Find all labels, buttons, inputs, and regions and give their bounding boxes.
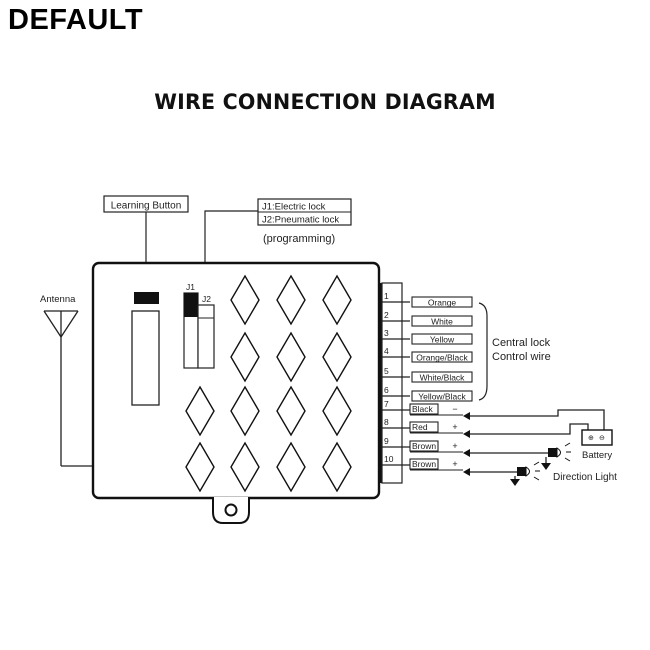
wire-pin-number: 4	[384, 346, 389, 356]
wire-pin-number: 3	[384, 328, 389, 338]
battery-label: Battery	[582, 450, 612, 461]
wire-pin-number: 2	[384, 310, 389, 320]
wire-color-box	[411, 333, 473, 345]
wire-polarity-sign: +	[452, 441, 457, 451]
diamond-shape	[230, 331, 260, 383]
diamond-shape	[322, 331, 352, 383]
j1-label: J1	[186, 282, 195, 292]
wire-color-label: White	[431, 317, 453, 327]
j1-jumper-cap	[184, 293, 198, 317]
wire-color-label: Orange	[428, 298, 457, 308]
wire-color-box	[409, 440, 439, 452]
jumper-callout-line	[204, 210, 258, 272]
wire-pin-number: 5	[384, 366, 389, 376]
diamond-pattern	[185, 274, 352, 493]
learning-button-slot	[131, 310, 160, 406]
diamond-shape	[276, 385, 306, 437]
wire-color-label: White/Black	[420, 373, 466, 383]
wire-polarity-sign: −	[452, 404, 457, 414]
wire-list: 1Orange2White3Yellow4Orange/Black5White/…	[382, 291, 473, 471]
connector-strip	[379, 283, 382, 483]
direction-light-label: Direction Light	[553, 472, 617, 483]
learning-button[interactable]	[134, 292, 159, 304]
j2-callout-label: J2:Pneumatic lock	[262, 215, 339, 226]
antenna-label: Antenna	[40, 294, 76, 305]
wire-color-box	[411, 296, 473, 308]
programming-label: (programming)	[263, 233, 335, 245]
battery-wiring	[463, 409, 605, 438]
wire-pin-number: 8	[384, 417, 389, 427]
j2-jumper[interactable]	[197, 304, 215, 369]
wire-color-label: Yellow	[430, 335, 455, 345]
wire-color-label: Orange/Black	[416, 353, 468, 363]
diamond-shape	[230, 441, 260, 493]
default-badge: DEFAULT	[8, 4, 144, 36]
wire-color-box	[409, 421, 439, 433]
diamond-shape	[322, 274, 352, 326]
control-wire-label: Control wire	[492, 351, 551, 363]
wire-color-label: Black	[412, 404, 434, 414]
wire-pin-number: 7	[384, 399, 389, 409]
diamond-shape	[276, 331, 306, 383]
j2-label: J2	[202, 294, 211, 304]
wire-pin-number: 9	[384, 436, 389, 446]
direction-light-bulb-upper-icon	[541, 442, 571, 470]
diagram-title: WIRE CONNECTION DIAGRAM	[154, 90, 496, 114]
diamond-shape	[322, 441, 352, 493]
svg-text:⊕: ⊕	[588, 435, 594, 442]
wire-polarity-sign: +	[452, 422, 457, 432]
wire-color-box	[409, 403, 439, 415]
wire-color-box	[411, 390, 473, 402]
diamond-shape	[276, 274, 306, 326]
j1-callout-label: J1:Electric lock	[262, 202, 326, 213]
svg-text:⊖: ⊖	[599, 435, 605, 442]
central-lock-bracket	[478, 302, 488, 401]
wire-color-label: Brown	[412, 441, 436, 451]
wire-pin-number: 10	[384, 454, 394, 464]
wire-polarity-sign: +	[452, 459, 457, 469]
antenna-icon	[43, 310, 94, 467]
learning-button-label: Learning Button	[111, 201, 182, 212]
wire-pin-number: 6	[384, 385, 389, 395]
connector-header	[381, 282, 403, 484]
wire-color-label: Red	[412, 422, 428, 432]
central-lock-label: Central lock	[492, 337, 551, 349]
diamond-shape	[185, 385, 215, 437]
diamond-shape	[230, 274, 260, 326]
wire-color-label: Brown	[412, 459, 436, 469]
diamond-shape	[276, 441, 306, 493]
mounting-tab	[212, 497, 250, 524]
wire-color-box	[411, 315, 473, 327]
direction-light-bulb-lower-icon	[510, 461, 540, 486]
wire-color-box	[409, 458, 439, 470]
wire-pin-number: 1	[384, 291, 389, 301]
diamond-shape	[322, 385, 352, 437]
diamond-shape	[185, 441, 215, 493]
wire-color-label: Yellow/Black	[418, 392, 466, 402]
wire-color-box	[411, 371, 473, 383]
battery-icon: ⊕ ⊖	[581, 429, 613, 446]
wire-color-box	[411, 351, 473, 363]
diamond-shape	[230, 385, 260, 437]
direction-light-wiring	[463, 449, 548, 476]
